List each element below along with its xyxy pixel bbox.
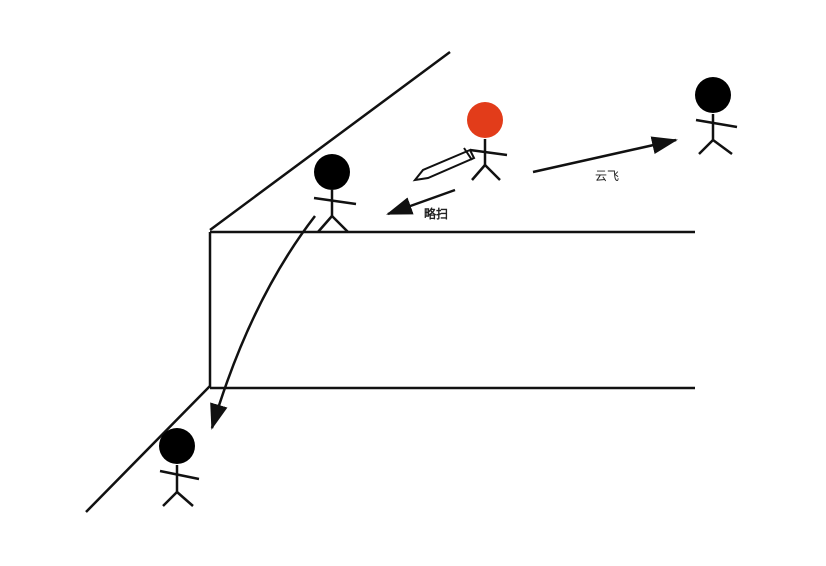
launch-label: 云飞 [595, 169, 619, 183]
enemy-head [159, 428, 195, 464]
player-figure [467, 102, 508, 181]
sword-icon [412, 147, 476, 182]
lower-slope-line [85, 385, 211, 513]
arrows [210, 136, 678, 430]
sweep-label: 略扫 [424, 206, 448, 221]
launch-arrow [532, 136, 678, 174]
enemy-figure-ledge [313, 154, 357, 233]
upper-slope-line [209, 50, 451, 232]
sweep-arrow [386, 188, 456, 216]
enemy-figure-fallen [159, 428, 200, 507]
enemy-head [695, 77, 731, 113]
knockdown-arrow [210, 215, 316, 430]
structure [85, 50, 695, 513]
enemy-head [314, 154, 350, 190]
player-head [467, 102, 503, 138]
enemy-figure-launched [695, 77, 738, 156]
